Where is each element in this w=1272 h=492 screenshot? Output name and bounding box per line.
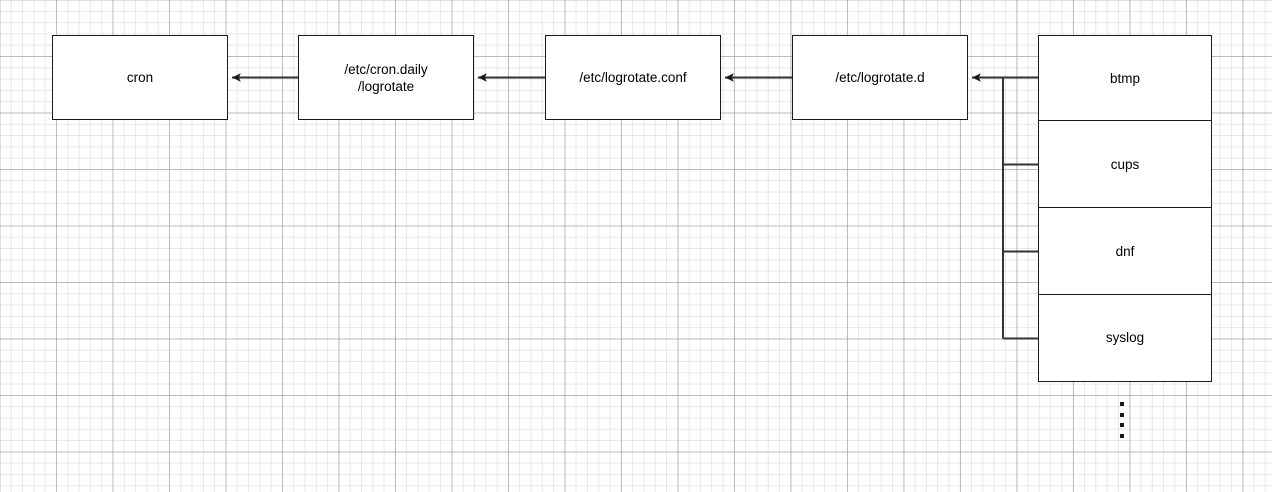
node-cron-daily[interactable]: /etc/cron.daily /logrotate <box>298 35 474 120</box>
stack-cell-btmp-label: btmp <box>1109 70 1140 86</box>
stack-cell-dnf[interactable]: dnf <box>1039 208 1211 295</box>
stack-cell-cups[interactable]: cups <box>1039 121 1211 208</box>
stack-cell-cups-label: cups <box>1110 156 1140 172</box>
stack-cell-syslog-label: syslog <box>1105 330 1145 345</box>
stack-cell-btmp[interactable]: btmp <box>1039 36 1211 121</box>
vertical-ellipsis-icon <box>1120 402 1124 438</box>
node-cron[interactable]: cron <box>52 35 228 120</box>
logrotate-d-entries-stack: btmp cups dnf syslog <box>1038 35 1212 382</box>
ellipsis-dot <box>1120 433 1124 438</box>
node-cron-daily-label: /etc/cron.daily /logrotate <box>344 61 428 94</box>
stack-cell-dnf-label: dnf <box>1115 243 1135 259</box>
ellipsis-dot <box>1120 412 1124 417</box>
node-logrotate-conf-label: /etc/logrotate.conf <box>579 70 687 85</box>
node-logrotate-d-label: /etc/logrotate.d <box>835 70 925 85</box>
node-logrotate-conf[interactable]: /etc/logrotate.conf <box>545 35 721 120</box>
ellipsis-dot <box>1120 402 1124 406</box>
node-logrotate-d[interactable]: /etc/logrotate.d <box>792 35 968 120</box>
node-cron-label: cron <box>126 70 154 85</box>
edge-stack-to-confdir <box>971 73 1038 340</box>
ellipsis-dot <box>1120 423 1124 427</box>
stack-cell-syslog[interactable]: syslog <box>1039 295 1211 380</box>
